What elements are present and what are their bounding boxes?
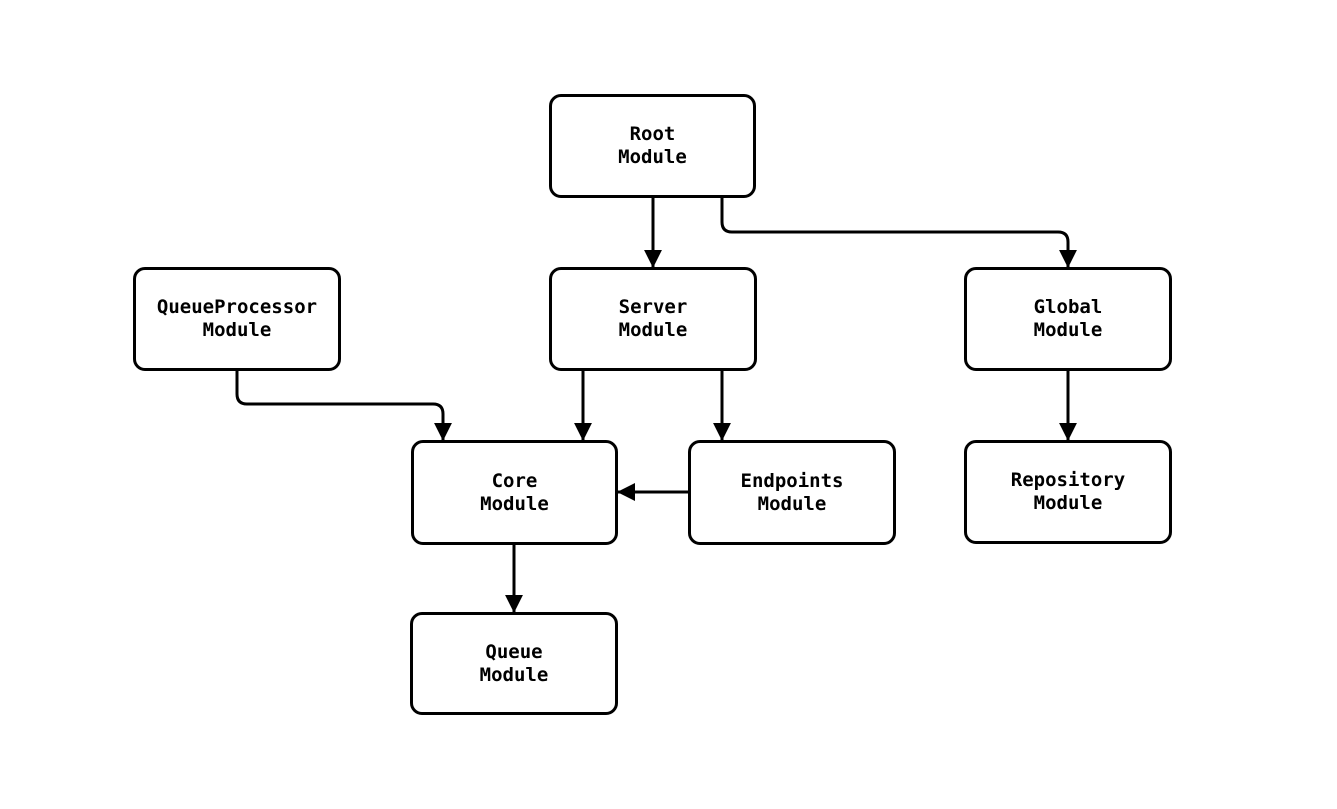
node-endpoints-module: Endpoints Module [688, 440, 896, 545]
node-repository-module: Repository Module [964, 440, 1172, 544]
node-core-module: Core Module [411, 440, 618, 545]
node-queue-module: Queue Module [410, 612, 618, 715]
node-queueprocessor-module: QueueProcessor Module [133, 267, 341, 371]
node-global-module: Global Module [964, 267, 1172, 371]
node-root-module: Root Module [549, 94, 756, 198]
node-server-module: Server Module [549, 267, 757, 371]
edge-root-to-global [720, 198, 1077, 268]
edge-queueprocessor-to-core [235, 371, 452, 441]
